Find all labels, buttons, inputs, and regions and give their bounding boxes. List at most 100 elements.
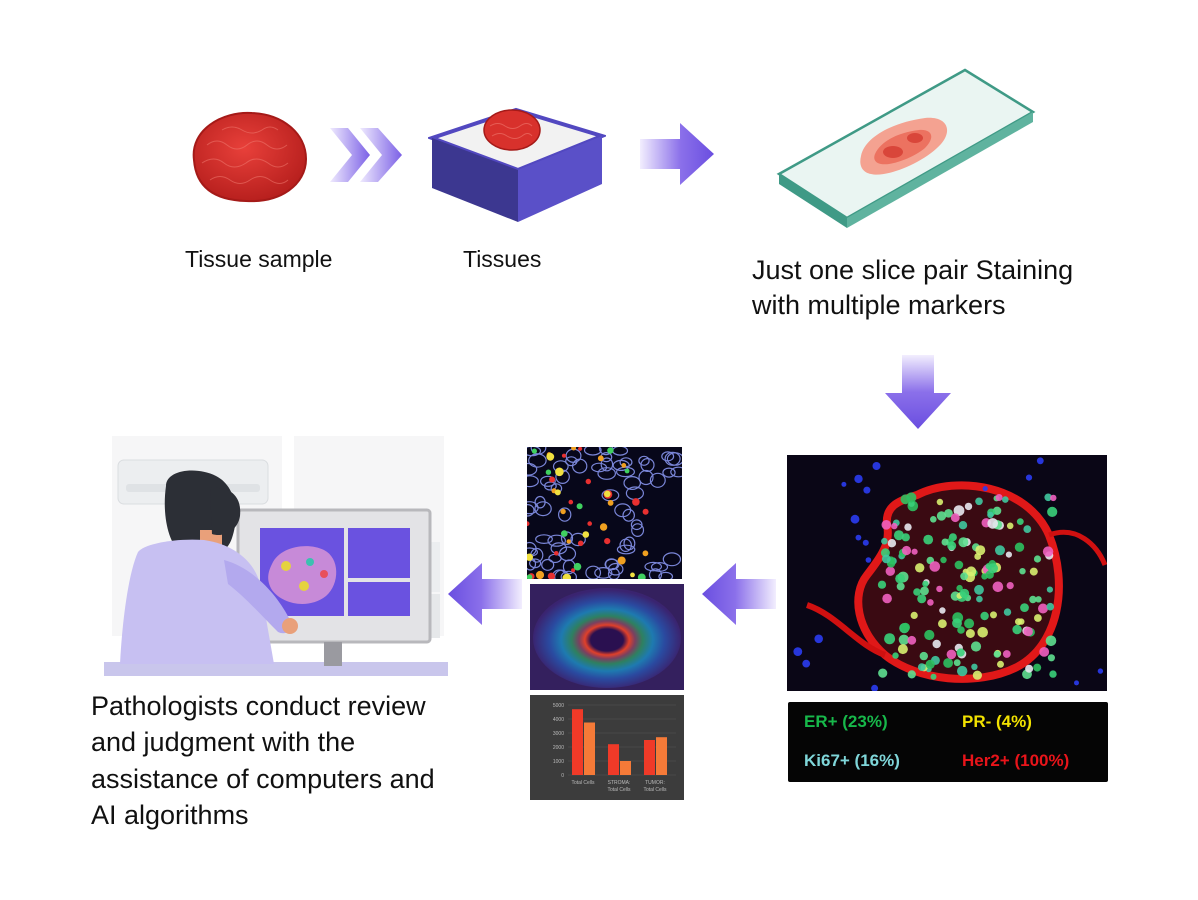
nucleus-dot: [953, 659, 961, 667]
nucleus-dot: [919, 651, 928, 661]
marker-dot: [630, 572, 635, 578]
nucleus-dot: [878, 668, 888, 678]
nucleus-dot: [930, 673, 937, 680]
marker-dot: [531, 448, 537, 454]
cell-outline: [529, 558, 542, 569]
nucleus-dot: [939, 607, 946, 614]
nucleus-dot: [1023, 626, 1033, 637]
cell-outline: [527, 504, 535, 517]
nucleus-dot: [1047, 506, 1058, 517]
nucleus-dot: [1014, 542, 1025, 552]
cell-outline: [640, 458, 655, 473]
review-caption-line1: Pathologists conduct review: [91, 691, 426, 721]
nucleus-dot: [871, 684, 879, 691]
marker-dot: [604, 538, 611, 545]
marker-legend: ER+ (23%) PR- (4%) Ki67+ (16%) Her2+ (10…: [788, 702, 1108, 782]
nucleus-dot: [940, 556, 947, 564]
bar: [584, 722, 595, 775]
cell-outline: [541, 558, 555, 571]
pathologist-illustration: [104, 434, 448, 676]
cell-outline: [666, 452, 682, 466]
marker-dot: [566, 539, 571, 544]
cell-outline: [600, 457, 614, 472]
nucleus-dot: [1049, 670, 1057, 678]
nucleus-dot: [1005, 551, 1012, 558]
nucleus-dot: [881, 537, 888, 545]
marker-dot: [642, 508, 649, 515]
nucleus-dot: [1006, 522, 1014, 530]
cell-outline: [622, 508, 635, 522]
cell-outline: [644, 561, 662, 572]
tissue-block-image: [428, 107, 606, 222]
marker-dot: [549, 476, 556, 483]
marker-dot: [624, 468, 630, 474]
nucleus-dot: [1046, 586, 1053, 593]
cell-outline: [535, 534, 553, 544]
nucleus-dot: [897, 644, 908, 655]
nucleus-dot: [898, 634, 910, 645]
nucleus-dot: [1003, 608, 1012, 616]
cell-outline: [638, 469, 654, 486]
nucleus-dot: [877, 580, 887, 589]
marker-dot: [561, 453, 567, 458]
nucleus-dot: [1035, 596, 1042, 603]
nucleus-dot: [956, 648, 965, 657]
cell-outline: [631, 523, 645, 537]
tumor-region-map-image: [530, 584, 684, 690]
tick-label: 5000: [553, 703, 564, 709]
category-label: Total Cells: [643, 787, 667, 793]
ki67-marker-label: Ki67+ (16%): [804, 751, 900, 770]
cell-outline: [539, 475, 556, 487]
cell-outline: [534, 501, 552, 517]
nucleus-dot: [936, 511, 947, 521]
nucleus-dot: [920, 586, 929, 596]
nucleus-dot: [1029, 567, 1038, 576]
category-label: Total Cells: [607, 787, 631, 793]
marker-dot: [546, 452, 555, 461]
nucleus-dot: [911, 548, 918, 555]
cell-outline: [597, 467, 616, 480]
nucleus-dot: [887, 539, 897, 548]
cell-outline: [570, 532, 586, 547]
nucleus-dot: [958, 537, 969, 548]
marker-dot: [578, 447, 583, 451]
nucleus-dot: [854, 474, 863, 484]
marker-dot: [587, 521, 592, 526]
cell-outline: [614, 503, 632, 518]
nucleus-dot: [1038, 603, 1048, 614]
bar: [620, 761, 631, 775]
nucleus-dot: [910, 611, 918, 619]
marker-dot: [561, 530, 568, 537]
cell-outline: [547, 534, 566, 547]
cell-outline: [623, 476, 641, 491]
nucleus-dot: [901, 545, 912, 556]
nucleus-dot: [802, 659, 811, 668]
nucleus-dot: [938, 619, 947, 629]
marker-dot: [582, 531, 590, 538]
pr-marker-label: PR- (4%): [962, 712, 1032, 731]
nucleus-dot: [995, 494, 1003, 501]
fluorescence-stain-image: [787, 455, 1107, 691]
nucleus-dot: [863, 486, 871, 494]
nucleus-dot: [964, 618, 975, 629]
cell-outline: [550, 542, 568, 555]
cell-outline: [619, 538, 632, 553]
staining-caption-line2: with multiple markers: [752, 290, 1006, 320]
arrow-right-icon: [640, 123, 714, 185]
marker-dot: [617, 556, 626, 565]
glass-slide-image: [776, 68, 1036, 228]
nucleus-dot: [924, 629, 935, 641]
nucleus-dot: [865, 557, 872, 563]
nucleus-dot: [1025, 474, 1033, 481]
marker-dot: [545, 469, 552, 475]
arrow-left-icon: [448, 563, 522, 625]
tick-label: 0: [561, 773, 564, 779]
cell-outline: [560, 570, 577, 579]
nucleus-dot: [966, 566, 977, 577]
nucleus-dot: [997, 660, 1004, 668]
nucleus-dot: [1042, 546, 1054, 557]
arrow-down-icon: [885, 355, 951, 429]
nucleus-dot: [930, 516, 937, 523]
nucleus-dot: [974, 584, 984, 595]
nucleus-dot: [959, 588, 970, 599]
